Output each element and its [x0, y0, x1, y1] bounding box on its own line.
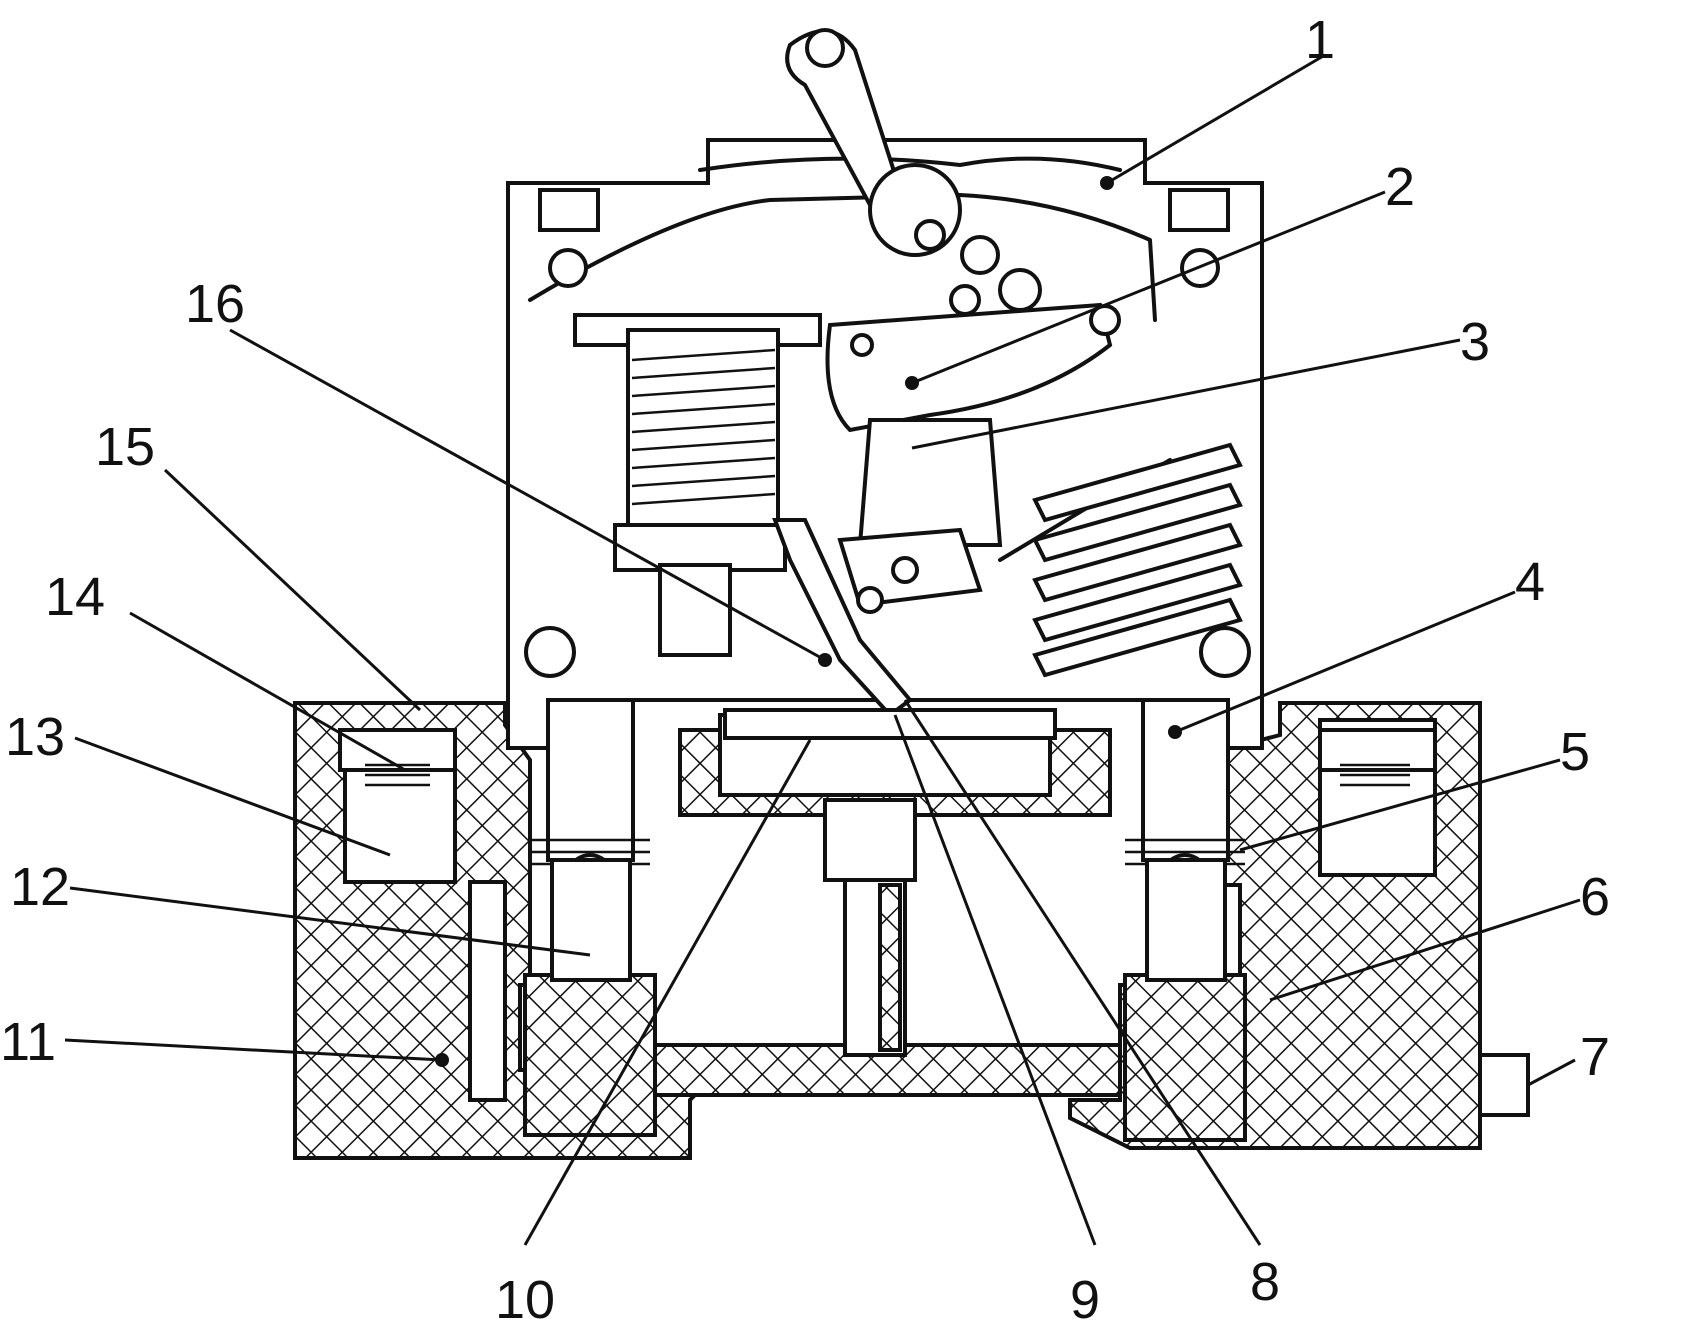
callout-6: 6	[1580, 867, 1610, 927]
callout-3: 3	[1460, 312, 1490, 372]
callout-10: 10	[495, 1270, 555, 1330]
callout-2: 2	[1385, 157, 1415, 217]
callout-14: 14	[45, 567, 105, 627]
callout-4: 4	[1515, 552, 1545, 612]
callout-8: 8	[1250, 1252, 1280, 1312]
callout-9: 9	[1070, 1270, 1100, 1330]
callout-11: 11	[0, 1012, 56, 1072]
callout-13: 13	[5, 707, 65, 767]
callout-16: 16	[185, 274, 245, 334]
callout-5: 5	[1560, 722, 1590, 782]
callout-12: 12	[10, 857, 70, 917]
callout-1: 1	[1305, 10, 1335, 70]
callout-15: 15	[95, 417, 155, 477]
callout-7: 7	[1580, 1027, 1610, 1087]
